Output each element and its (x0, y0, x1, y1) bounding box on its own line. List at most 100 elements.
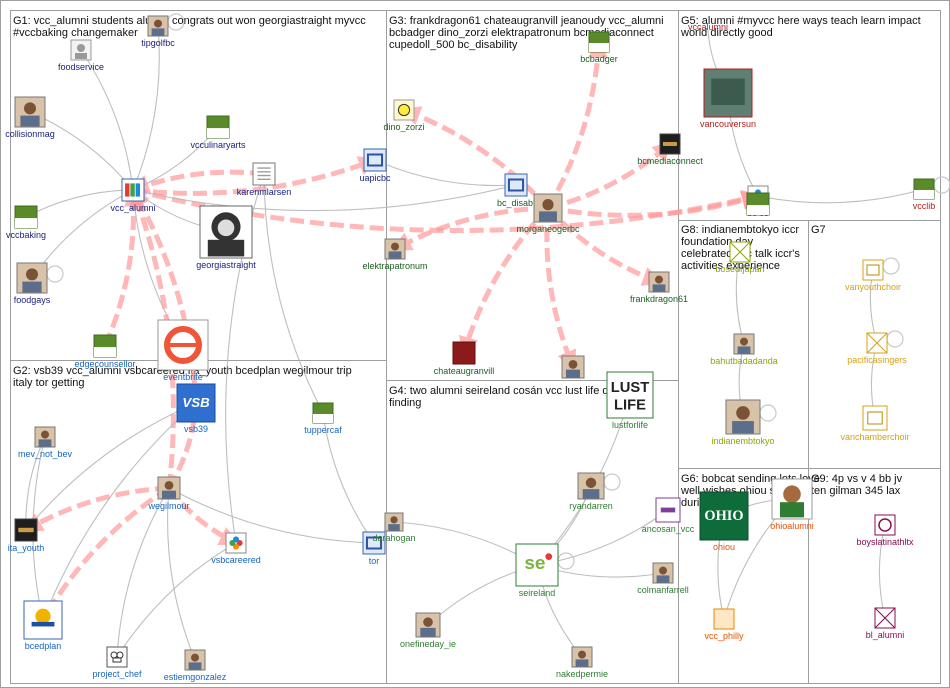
node-edgecounsellor[interactable]: edgecounsellor (74, 334, 136, 369)
node-vanyouthchoir[interactable]: vanyouthchoir (845, 259, 901, 292)
self-loop-vcclib (933, 176, 950, 194)
logo-green-icon (14, 205, 38, 229)
node-onefineday_ie[interactable]: onefineday_ie (400, 612, 456, 649)
node-ancosan_vcc[interactable]: ancosan_vcc (642, 497, 695, 534)
node-bcbadger[interactable]: bcbadger (580, 31, 618, 64)
node-project_chef[interactable]: project_chef (92, 646, 142, 679)
node-karenmlarsen[interactable]: karenmlarsen (237, 162, 292, 197)
edge-morganeogerbc-dino_zorzi (400, 106, 550, 210)
node-colmanfarrell[interactable]: colmanfarrell (637, 562, 689, 595)
node-label: ohioalumni (770, 521, 814, 531)
node-foodservice[interactable]: foodservice (58, 39, 104, 72)
node-bahutbadadanda[interactable]: bahutbadadanda (710, 333, 778, 366)
person-photo-icon (14, 96, 46, 128)
node-mev_not_bev[interactable]: mev_not_bev (18, 426, 73, 459)
frame-g8 (678, 220, 809, 469)
node-darahogan[interactable]: darahogan (372, 512, 416, 543)
node-ohioalumni[interactable]: ohioalumni (770, 478, 814, 531)
node-collisionmag[interactable]: collisionmag (5, 96, 55, 139)
node-frankdragon61[interactable]: frankdragon61 (630, 271, 688, 304)
node-vcc_alumni[interactable]: vcc_alumni (110, 178, 156, 213)
node-pacificasingers[interactable]: pacificasingers (847, 332, 907, 365)
node-estiemgonzalez[interactable]: estiemgonzalez (164, 649, 227, 682)
node-wegilmour[interactable]: wegilmour (147, 476, 190, 511)
node-foodgays[interactable]: foodgays (14, 262, 51, 305)
group-title-g7: G7 (811, 224, 826, 236)
woodcut-portrait-icon (199, 205, 253, 259)
person-silhouette-icon (70, 39, 92, 61)
node-tipgolfbc[interactable]: tipgolfbc (141, 15, 175, 48)
node-label: bc_disabi (497, 198, 535, 208)
document-icon (252, 162, 276, 186)
node-georgiastraight[interactable]: georgiastraight (196, 205, 256, 270)
group-title-g3: bcbadger dino_zorzi elektrapatronum bcme… (389, 27, 654, 39)
node-cupedoll[interactable] (561, 355, 585, 379)
node-label: estiemgonzalez (164, 672, 227, 682)
logo-red-icon (452, 341, 476, 365)
node-bcedplan[interactable]: bcedplan (23, 600, 63, 651)
node-label: bahutbadadanda (710, 356, 778, 366)
person-photo-icon (147, 15, 169, 37)
node-label: chateaugranvill (434, 366, 495, 376)
node-uapicbc[interactable]: uapicbc (359, 148, 391, 183)
edge-edgecounsellor-vcc_alumni (102, 186, 144, 348)
self-loop-vanyouthchoir (882, 257, 900, 275)
node-nakedpermie[interactable]: nakedpermie (556, 646, 608, 679)
node-vcc_building[interactable] (746, 192, 770, 216)
node-dino_zorzi[interactable]: dino_zorzi (383, 99, 425, 132)
node-eventbrite[interactable]: eventbrite (157, 319, 209, 382)
node-vcculinaryarts[interactable]: vcculinaryarts (190, 115, 246, 150)
edge-uapicbc-bc_disability (374, 159, 517, 189)
node-label: vcculinaryarts (190, 140, 246, 150)
edge-morganeogerbc-cupedoll (544, 207, 577, 371)
edge-morganeogerbc-bcmediaconnect (547, 141, 674, 211)
logo-green-icon (588, 31, 610, 53)
node-ryandarren[interactable]: ryandarren (569, 472, 613, 511)
node-bl_alumni[interactable]: bl_alumni (866, 607, 905, 640)
node-label: vsbcareered (211, 555, 261, 565)
node-label: boseofjapan (715, 264, 764, 274)
node-boyslatinathltx[interactable]: boyslatinathltx (856, 514, 914, 547)
node-vsbcareered[interactable]: vsbcareered (211, 532, 261, 565)
node-vancouversun[interactable]: vancouversun (700, 68, 756, 129)
node-ita_youth[interactable]: ita_youth (8, 518, 45, 553)
svg-text:OHIO: OHIO (704, 508, 743, 524)
node-ohiou[interactable]: OHIO ohiou (699, 491, 749, 552)
node-label: vanchamberchoir (840, 432, 909, 442)
node-label: vccalumni (688, 22, 728, 32)
node-tuppercaf[interactable]: tuppercaf (304, 402, 342, 435)
node-label: pacificasingers (847, 355, 907, 365)
edge-karenmlarsen-tuppercaf (263, 173, 324, 414)
node-vanchamberchoir[interactable]: vanchamberchoir (840, 405, 910, 442)
node-label: lustforlife (612, 420, 648, 430)
logo-green-icon (93, 334, 117, 358)
node-morganeogerbc[interactable]: morganeogerbc (516, 193, 580, 234)
node-label: boyslatinathltx (856, 537, 914, 547)
node-indianembtokyo[interactable]: indianembtokyo (711, 399, 775, 446)
node-boseofjapan[interactable]: boseofjapan (715, 241, 765, 274)
node-vcclib[interactable]: vcclib (913, 178, 936, 211)
node-label: darahogan (372, 533, 415, 543)
self-loop-ryandarren (603, 473, 621, 491)
node-chateaugranvill[interactable]: chateaugranvill (434, 341, 495, 376)
node-vccbaking[interactable]: vccbaking (6, 205, 46, 240)
logo-green-icon (746, 192, 770, 216)
cartoon-icon (393, 99, 415, 121)
node-vcc_philly[interactable]: vcc_philly (704, 608, 744, 641)
group-title-g9: G9: 4p vs v 4 bb jv (811, 473, 903, 485)
edge-bcjobs-vcclib (757, 187, 925, 204)
node-vccalumni_g5[interactable]: vccalumni (688, 22, 728, 32)
node-elektrapatronum[interactable]: elektrapatronum (362, 238, 428, 271)
node-bc_disability[interactable]: bc_disabi (497, 173, 535, 208)
node-tor[interactable]: tor (362, 531, 386, 566)
node-label: karenmlarsen (237, 187, 292, 197)
edge-vsb39-ita_youth (25, 402, 197, 531)
person-photo-icon (571, 646, 593, 668)
node-label: ohiou (713, 542, 735, 552)
self-loop-foodgays (46, 265, 64, 283)
node-bcmediaconnect[interactable]: bcmediaconnect (637, 133, 703, 166)
